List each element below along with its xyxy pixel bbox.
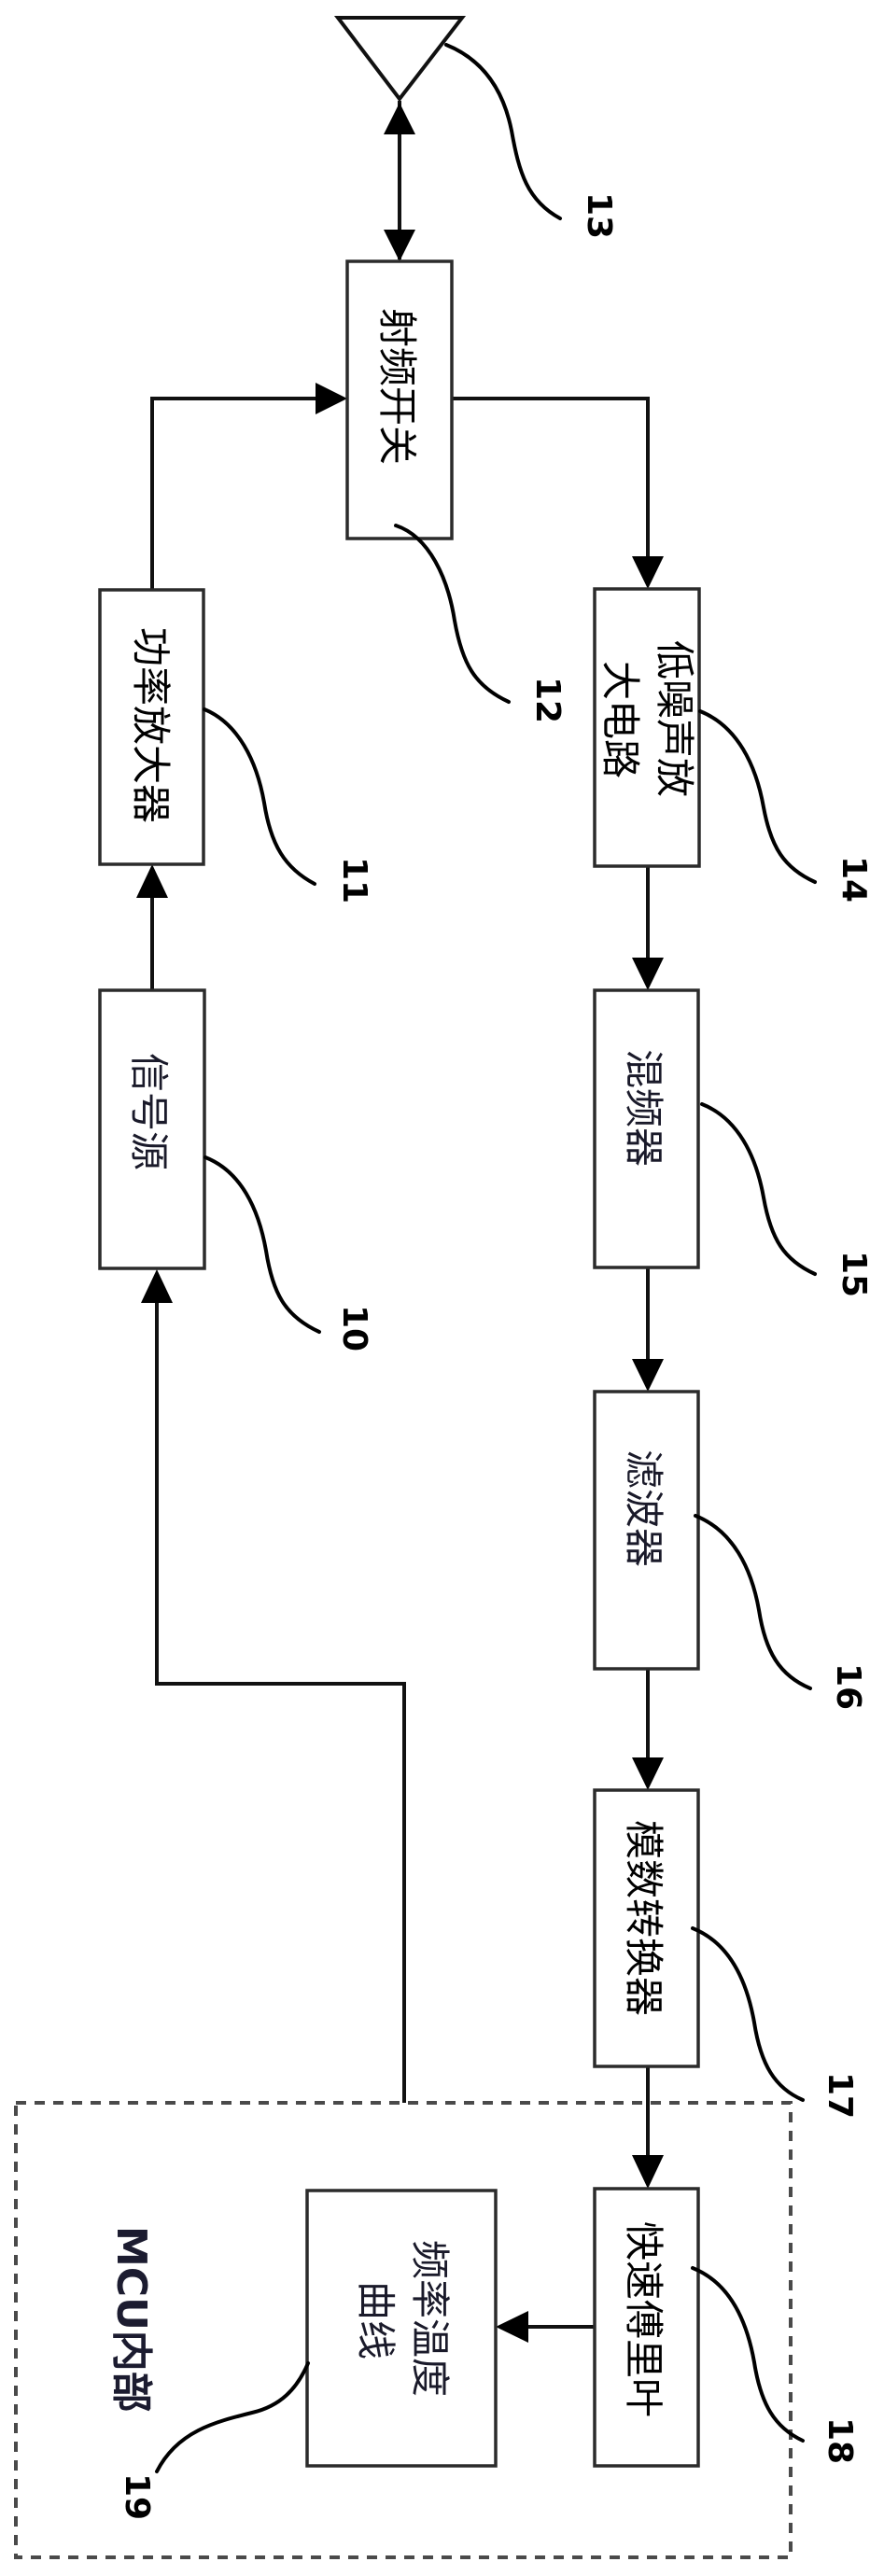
block-label: 射频开关 bbox=[374, 308, 420, 465]
leader-10 bbox=[203, 1155, 321, 1334]
wire-mcu-source-feedback bbox=[155, 1302, 406, 2103]
arrowhead-down-adc bbox=[632, 1757, 664, 1790]
arrowhead-up-antenna bbox=[384, 103, 415, 134]
leader-16 bbox=[694, 1514, 812, 1690]
arrowhead-down-filter bbox=[632, 1359, 664, 1392]
ref-number-16: 16 bbox=[829, 1663, 867, 1710]
block-mixer[interactable]: 混频器 bbox=[593, 988, 700, 1269]
ref-number-18: 18 bbox=[821, 2417, 859, 2464]
block-label: 功率放大器 bbox=[128, 627, 174, 823]
arrowhead-up-source bbox=[141, 1269, 173, 1303]
block-rf-switch[interactable]: 射频开关 bbox=[345, 259, 454, 540]
block-adc[interactable]: 模数转换器 bbox=[593, 1788, 700, 2068]
block-filter[interactable]: 滤波器 bbox=[593, 1390, 700, 1671]
antenna-icon bbox=[333, 16, 467, 103]
block-label-line-2: 曲线 bbox=[353, 2281, 399, 2359]
leader-19 bbox=[155, 2361, 310, 2473]
block-label: 滤波器 bbox=[621, 1449, 667, 1567]
leader-12 bbox=[394, 524, 511, 704]
leader-17 bbox=[691, 1926, 805, 2102]
leader-18 bbox=[691, 2266, 805, 2443]
block-label-line-2: 大电路 bbox=[597, 661, 643, 778]
block-freq-temp-curve[interactable]: 频率温度 曲线 bbox=[305, 2189, 498, 2468]
ref-number-14: 14 bbox=[835, 856, 873, 903]
block-label: 模数转换器 bbox=[621, 1820, 667, 2016]
block-power-amplifier[interactable]: 功率放大器 bbox=[98, 588, 205, 866]
arrowhead-down-mixer bbox=[632, 958, 664, 990]
block-label: 混频器 bbox=[621, 1049, 667, 1167]
leader-13 bbox=[444, 43, 562, 220]
wire-switch-lna bbox=[452, 397, 650, 560]
block-label-line-1: 低噪声放 bbox=[652, 640, 697, 797]
mcu-region-border bbox=[14, 2101, 793, 2559]
arrowhead-right-switch bbox=[316, 383, 347, 414]
ref-number-19: 19 bbox=[118, 2473, 156, 2520]
leader-14 bbox=[698, 709, 817, 884]
arrowhead-down-lna bbox=[632, 556, 664, 589]
ref-number-11: 11 bbox=[335, 857, 373, 903]
mcu-region-label: MCU内部 bbox=[107, 2226, 155, 2413]
wire-pa-switch bbox=[150, 397, 317, 590]
block-signal-source[interactable]: 信号源 bbox=[98, 988, 206, 1270]
ref-number-13: 13 bbox=[580, 192, 618, 239]
ref-number-17: 17 bbox=[821, 2072, 859, 2119]
block-label-line-1: 频率温度 bbox=[407, 2240, 453, 2397]
arrowhead-left-curve bbox=[496, 2311, 528, 2343]
arrowhead-up-pa bbox=[136, 864, 168, 898]
block-fft[interactable]: 快速傅里叶 bbox=[593, 2187, 700, 2468]
ref-number-12: 12 bbox=[528, 677, 567, 723]
leader-11 bbox=[203, 707, 316, 886]
arrowhead-down-fft bbox=[632, 2155, 664, 2189]
block-label: 快速傅里叶 bbox=[621, 2221, 667, 2417]
leader-15 bbox=[700, 1102, 817, 1276]
arrowhead-down-switch bbox=[384, 230, 415, 261]
ref-number-10: 10 bbox=[335, 1305, 373, 1351]
ref-number-15: 15 bbox=[835, 1251, 873, 1297]
block-lna[interactable]: 低噪声放 大电路 bbox=[593, 587, 701, 868]
block-label: 信号源 bbox=[126, 1053, 172, 1170]
